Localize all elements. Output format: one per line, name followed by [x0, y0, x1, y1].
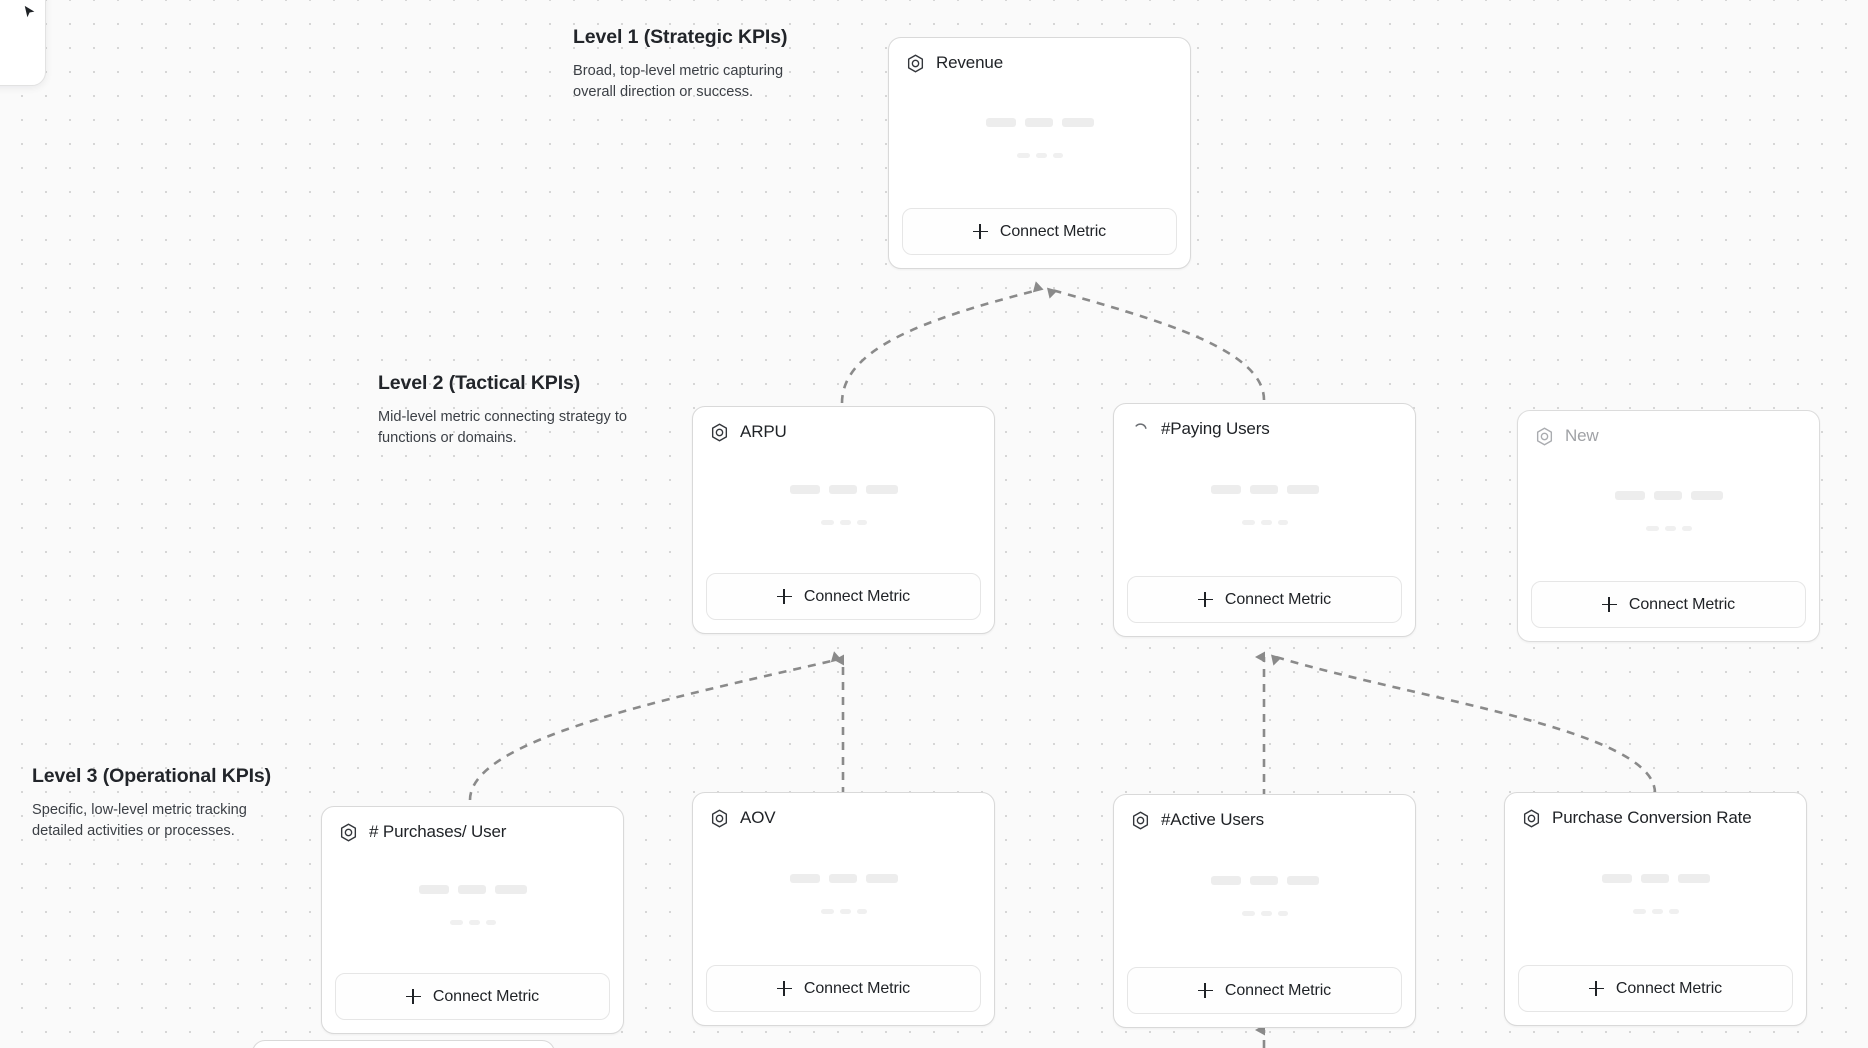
- edge-conversion-to-paying-users: [1271, 654, 1657, 794]
- plus-icon: [405, 989, 421, 1004]
- metric-card-arpu[interactable]: ARPU Connect Metric: [692, 406, 995, 634]
- skeleton-row-secondary: [1016, 152, 1063, 158]
- card-header: #Paying Users: [1114, 404, 1415, 439]
- level-3-description: Specific, low-level metric tracking deta…: [32, 802, 247, 840]
- level-1-title: Level 1 (Strategic KPIs): [573, 26, 788, 48]
- card-skeleton-body: [1518, 446, 1819, 581]
- skeleton-row-secondary: [820, 908, 867, 914]
- edge-arpu-to-revenue: [840, 281, 1044, 404]
- metric-card-new[interactable]: New Connect Metric: [1517, 410, 1820, 642]
- hexagon-metric-icon: [1536, 427, 1553, 445]
- plus-icon: [972, 224, 988, 239]
- connect-metric-label: Connect Metric: [803, 979, 911, 997]
- skeleton-row-primary: [789, 484, 898, 494]
- plus-icon: [1601, 597, 1617, 612]
- cursor-arrow-icon: [24, 5, 35, 18]
- connect-metric-label: Connect Metric: [432, 987, 540, 1005]
- hexagon-metric-icon: [711, 809, 728, 827]
- skeleton-row-primary: [1614, 490, 1723, 500]
- card-skeleton-body: [693, 828, 994, 965]
- card-skeleton-body: [889, 73, 1190, 208]
- spinner-loading-icon: [1135, 422, 1147, 429]
- card-title: AOV: [740, 808, 776, 827]
- skeleton-row-secondary: [1241, 519, 1288, 525]
- card-title: # Purchases/ User: [369, 822, 507, 841]
- connect-metric-button[interactable]: Connect Metric: [902, 208, 1177, 255]
- skeleton-row-secondary: [820, 519, 867, 525]
- card-header: New: [1518, 411, 1819, 446]
- card-title: New: [1565, 426, 1599, 445]
- level-2-label-group: Level 2 (Tactical KPIs) Mid-level metric…: [378, 372, 628, 449]
- level-2-title: Level 2 (Tactical KPIs): [378, 372, 581, 394]
- edge-purchases-to-arpu: [468, 651, 842, 801]
- hexagon-metric-icon: [340, 823, 357, 841]
- hexagon-metric-icon: [907, 54, 924, 72]
- skeleton-row-secondary: [449, 919, 496, 925]
- card-header: Revenue: [889, 38, 1190, 73]
- connect-metric-button[interactable]: Connect Metric: [706, 573, 981, 620]
- card-skeleton-body: [1114, 439, 1415, 576]
- card-title: ARPU: [740, 422, 787, 441]
- connect-metric-button[interactable]: Connect Metric: [1127, 576, 1402, 623]
- metric-card-paying-users[interactable]: #Paying Users Connect Metric: [1113, 403, 1416, 637]
- skeleton-row-primary: [418, 884, 527, 894]
- connect-metric-button[interactable]: Connect Metric: [706, 965, 981, 1012]
- level-2-description: Mid-level metric connecting strategy to …: [378, 409, 628, 447]
- connect-metric-label: Connect Metric: [1224, 981, 1332, 999]
- card-skeleton-body: [1505, 828, 1806, 965]
- connect-metric-button[interactable]: Connect Metric: [1127, 967, 1402, 1014]
- connect-metric-label: Connect Metric: [999, 222, 1107, 240]
- edge-paying-users-to-revenue: [1046, 287, 1266, 401]
- skeleton-row-primary: [985, 117, 1094, 127]
- connect-metric-button[interactable]: Connect Metric: [335, 973, 610, 1020]
- card-skeleton-body: [1114, 830, 1415, 967]
- skeleton-row-primary: [1601, 873, 1710, 883]
- plus-icon: [1588, 981, 1604, 996]
- skeleton-row-primary: [1210, 875, 1319, 885]
- connect-metric-label: Connect Metric: [1628, 595, 1736, 613]
- card-title: Revenue: [936, 53, 1003, 72]
- skeleton-row-primary: [789, 873, 898, 883]
- connect-metric-label: Connect Metric: [1615, 979, 1723, 997]
- level-3-label-group: Level 3 (Operational KPIs) Specific, low…: [32, 765, 282, 842]
- plus-icon: [776, 589, 792, 604]
- card-header: AOV: [693, 793, 994, 828]
- floating-corner-panel[interactable]: [0, 0, 46, 86]
- plus-icon: [1197, 983, 1213, 998]
- plus-icon: [1197, 592, 1213, 607]
- skeleton-row-primary: [1210, 484, 1319, 494]
- card-header: ARPU: [693, 407, 994, 442]
- card-skeleton-body: [693, 442, 994, 573]
- metric-card-active-users[interactable]: #Active Users Connect Metric: [1113, 794, 1416, 1028]
- card-skeleton-body: [322, 842, 623, 973]
- skeleton-row-secondary: [1645, 525, 1692, 531]
- card-title: #Paying Users: [1161, 419, 1270, 438]
- connect-metric-label: Connect Metric: [1224, 590, 1332, 608]
- connect-metric-button[interactable]: Connect Metric: [1518, 965, 1793, 1012]
- card-title: #Active Users: [1161, 810, 1264, 829]
- metric-card-aov[interactable]: AOV Connect Metric: [692, 792, 995, 1026]
- hexagon-metric-icon: [1523, 809, 1540, 827]
- plus-icon: [776, 981, 792, 996]
- skeleton-row-secondary: [1632, 908, 1679, 914]
- card-title: Purchase Conversion Rate: [1552, 808, 1752, 827]
- card-header: Purchase Conversion Rate: [1505, 793, 1806, 828]
- metric-card-purchases-per-user[interactable]: # Purchases/ User Connect Metric: [321, 806, 624, 1034]
- hexagon-metric-icon: [1132, 811, 1149, 829]
- level-1-description: Broad, top-level metric capturing overal…: [573, 63, 784, 101]
- metric-card-revenue[interactable]: Revenue Connect Metric: [888, 37, 1191, 269]
- connect-metric-button[interactable]: Connect Metric: [1531, 581, 1806, 628]
- metric-card-purchase-conversion-rate[interactable]: Purchase Conversion Rate Connect Metric: [1504, 792, 1807, 1026]
- card-header: # Purchases/ User: [322, 807, 623, 842]
- hexagon-metric-icon: [711, 423, 728, 441]
- connect-metric-label: Connect Metric: [803, 587, 911, 605]
- card-header: #Active Users: [1114, 795, 1415, 830]
- metric-card-offscreen-bottom[interactable]: [252, 1040, 555, 1048]
- level-1-label-group: Level 1 (Strategic KPIs) Broad, top-leve…: [573, 26, 823, 103]
- level-3-title: Level 3 (Operational KPIs): [32, 765, 272, 787]
- skeleton-row-secondary: [1241, 910, 1288, 916]
